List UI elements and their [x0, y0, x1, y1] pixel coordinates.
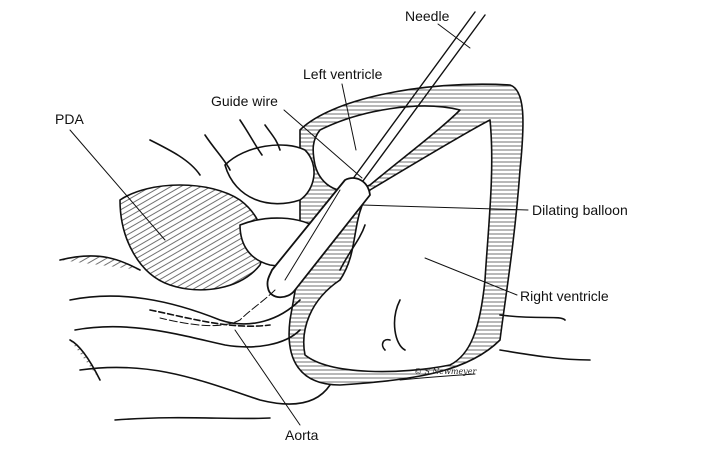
pda-leader	[69, 129, 166, 241]
guide-wire	[159, 289, 276, 327]
pda-vessel	[119, 184, 265, 291]
right-ventricle-leader	[424, 257, 518, 296]
label-needle: Needle	[405, 8, 450, 24]
aorta-vessel	[69, 295, 301, 348]
label-aorta: Aorta	[285, 427, 319, 443]
label-guide-wire: Guide wire	[211, 93, 278, 109]
right-ventricle-cavity	[303, 119, 493, 373]
label-pda: PDA	[55, 111, 84, 127]
aorta-leader	[234, 329, 301, 426]
label-right-ventricle: Right ventricle	[520, 288, 609, 304]
label-left-ventricle: Left ventricle	[303, 66, 383, 82]
left-ventricle-leader	[341, 83, 357, 151]
label-dilating-balloon: Dilating balloon	[532, 202, 628, 218]
dilating-balloon-leader	[361, 204, 529, 211]
needle-leader	[437, 23, 471, 49]
artist-signature: © S.Newmeyer	[414, 367, 477, 376]
guide-wire-leader	[283, 109, 363, 179]
